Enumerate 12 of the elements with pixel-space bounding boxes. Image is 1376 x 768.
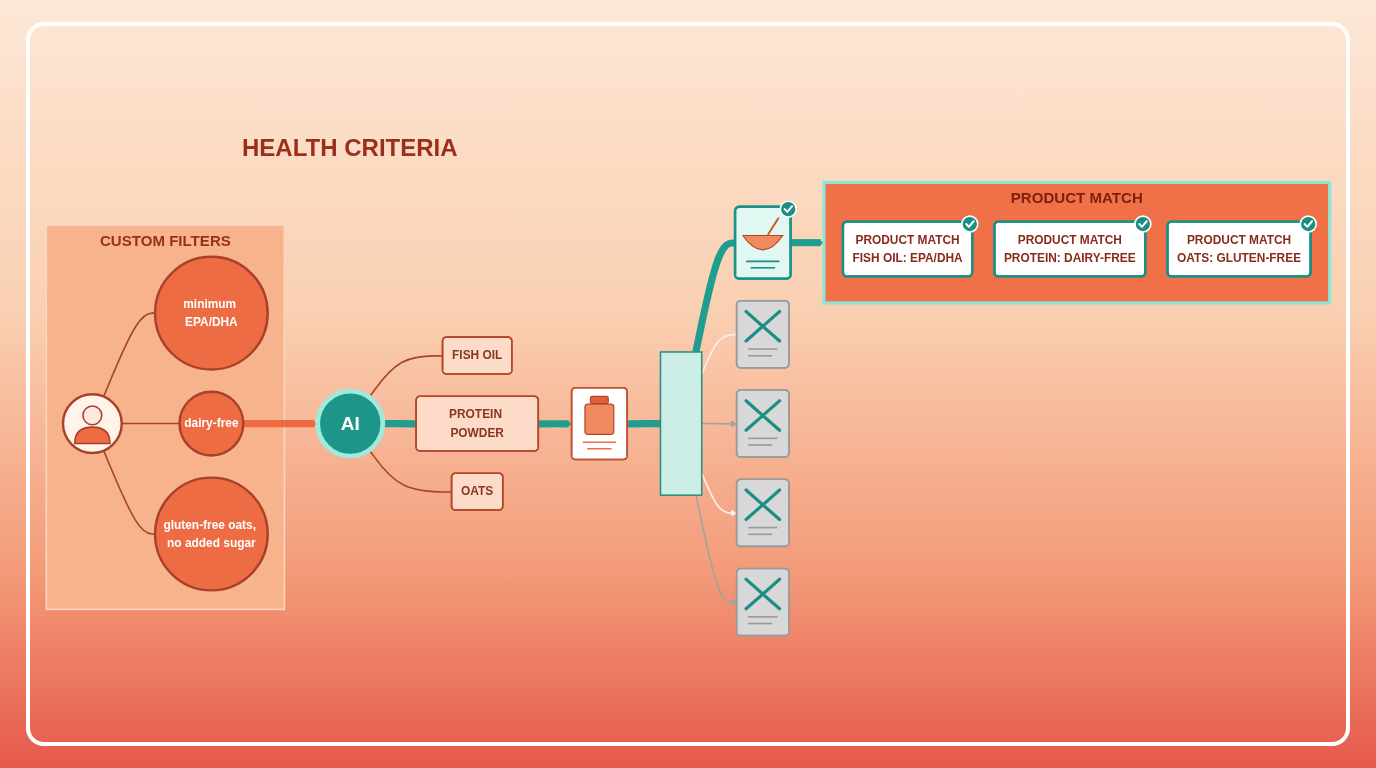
node-circle: dairy-free [178, 390, 245, 457]
arrow [789, 239, 825, 247]
node-bar [659, 351, 703, 496]
node-circle: minimum EPA/DHA [153, 255, 269, 371]
node-person [61, 393, 123, 455]
connector [626, 420, 662, 428]
section-heading: HEALTH CRITERIA [242, 134, 458, 162]
node-circle: AI [315, 388, 386, 459]
connector [102, 449, 156, 535]
arrow [537, 420, 573, 428]
connector [102, 312, 156, 398]
node-circle: gluten-free oats, no added sugar [153, 476, 269, 592]
